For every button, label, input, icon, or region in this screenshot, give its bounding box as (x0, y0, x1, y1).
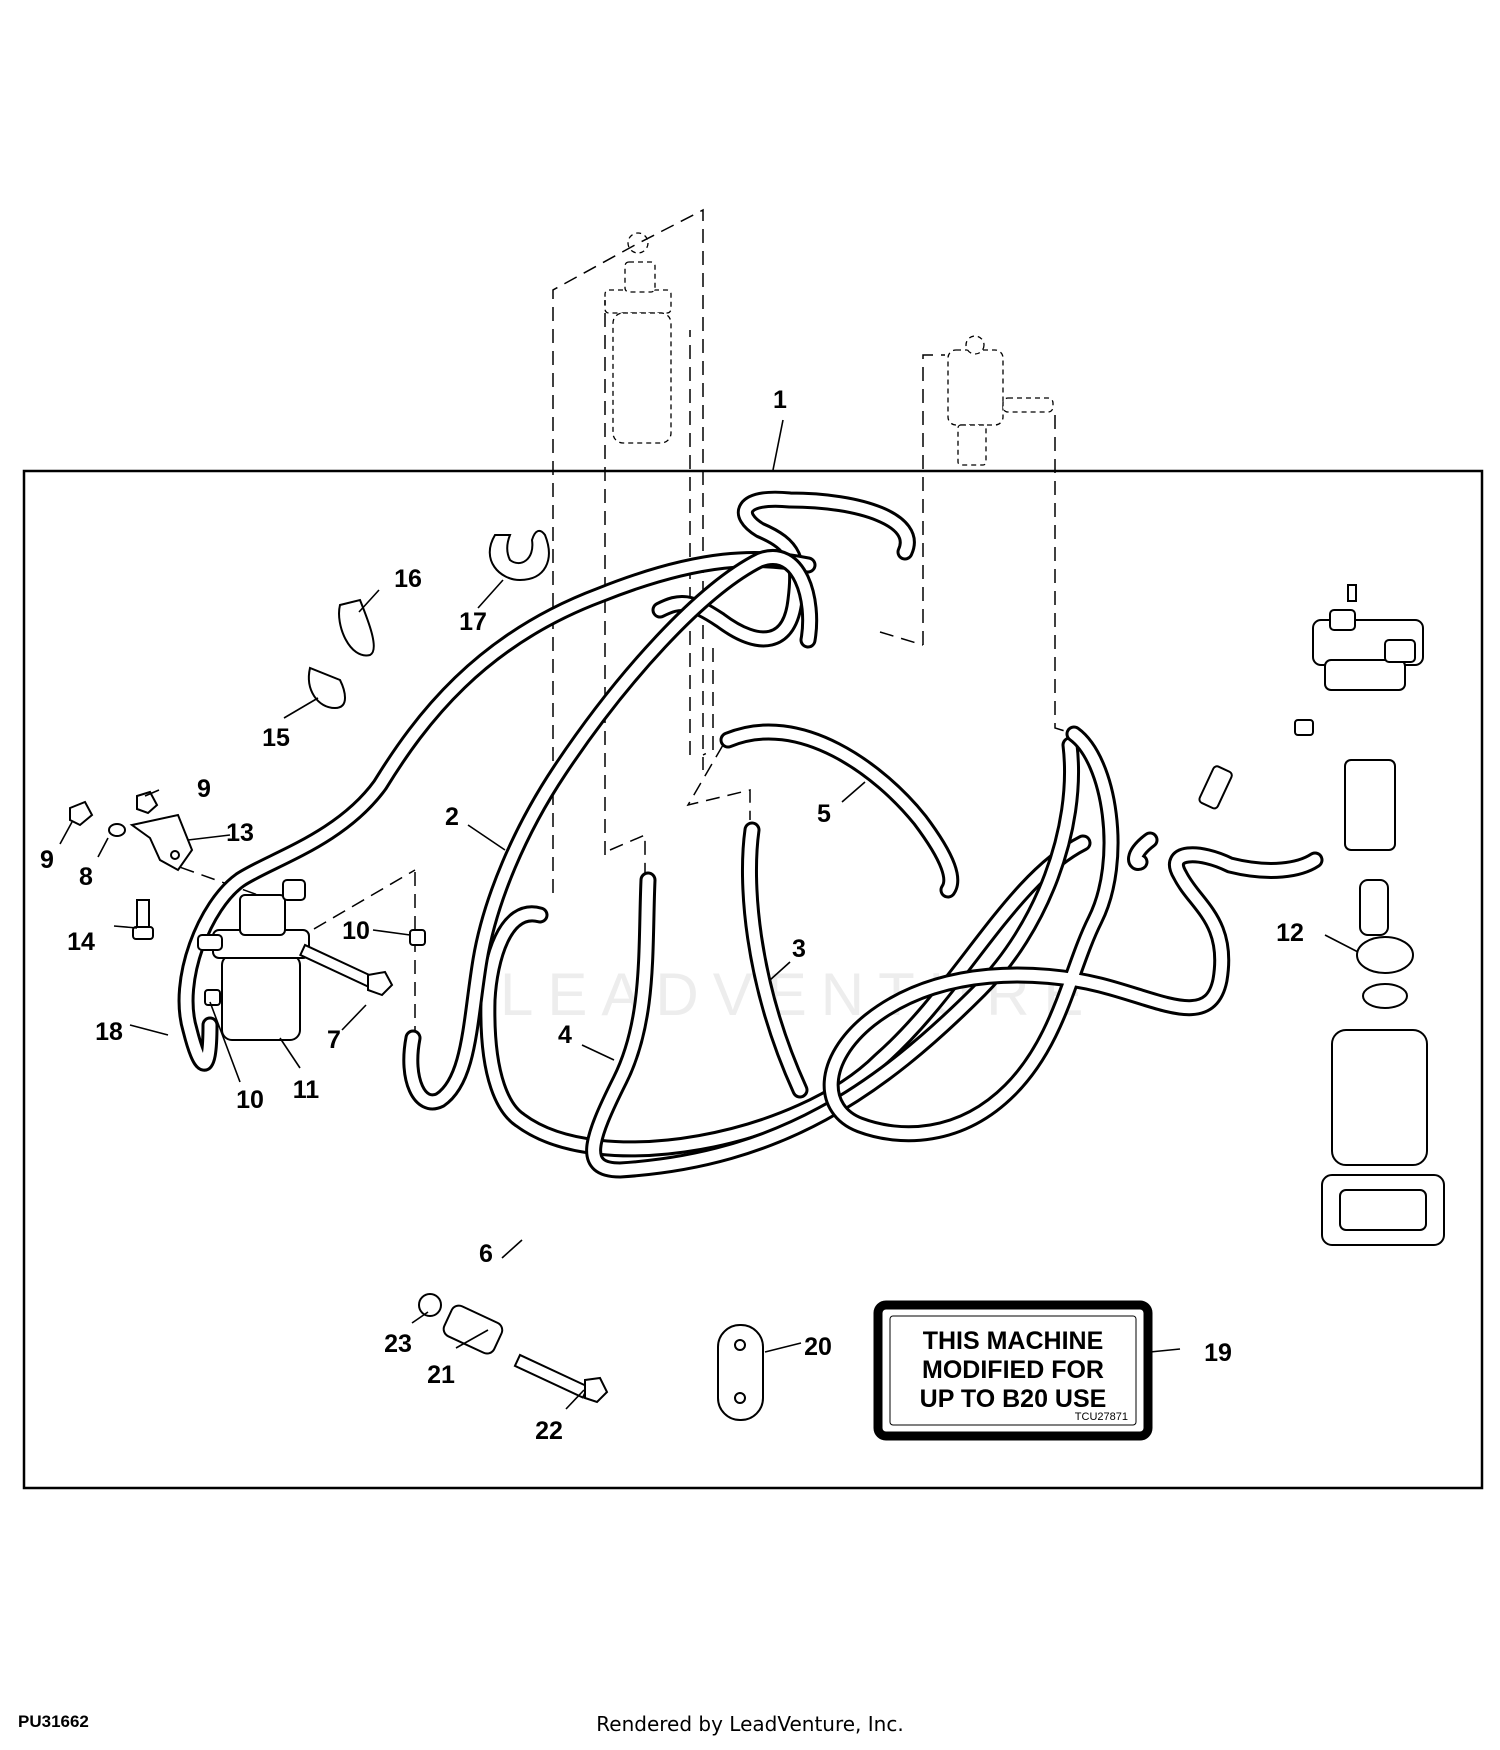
callout-16: 16 (394, 565, 422, 593)
figure-id: PU31662 (18, 1712, 89, 1731)
callout-17: 17 (459, 608, 487, 636)
callout-4: 4 (558, 1021, 572, 1049)
callout-12: 12 (1276, 919, 1304, 947)
decal: THIS MACHINE MODIFIED FOR UP TO B20 USE … (873, 1300, 1153, 1441)
hose-7 (822, 725, 1324, 1143)
clamps (307, 529, 550, 710)
callout-3: 3 (792, 935, 806, 963)
fuel-filter-left (197, 879, 310, 1041)
callout-21: 21 (427, 1361, 455, 1389)
callout-9-right: 9 (197, 775, 211, 803)
decal-code: TCU27871 (1075, 1411, 1128, 1423)
callout-15: 15 (262, 724, 290, 752)
callout-9-left: 9 (40, 846, 54, 874)
hose-9 (1127, 831, 1159, 872)
callout-8: 8 (79, 863, 93, 891)
decal-line-1: THIS MACHINE (923, 1327, 1104, 1355)
callout-2: 2 (445, 803, 459, 831)
callout-11: 11 (293, 1076, 320, 1104)
hose-6 (177, 550, 817, 1072)
leader-lines (59, 419, 1359, 1410)
bracket (129, 813, 194, 872)
callout-14: 14 (67, 928, 95, 956)
hoses (177, 490, 1324, 1179)
callout-23: 23 (384, 1330, 412, 1358)
connection-lines (159, 208, 1069, 1040)
callout-18: 18 (95, 1018, 123, 1046)
callout-10-right: 10 (342, 917, 370, 945)
ghost-fuel-pump (947, 335, 1054, 466)
hardware (69, 790, 426, 1006)
bottom-hardware (418, 1293, 764, 1421)
callout-10-left: 10 (236, 1086, 264, 1114)
callouts: 1 2 3 4 5 6 7 8 9 9 10 10 11 12 13 14 15… (40, 386, 1304, 1445)
callout-19: 19 (1204, 1339, 1232, 1367)
decal-line-3: UP TO B20 USE (920, 1385, 1107, 1413)
callout-20: 20 (804, 1333, 832, 1361)
ghost-fuel-filter (604, 232, 672, 444)
callout-22: 22 (535, 1417, 563, 1445)
callout-5: 5 (817, 800, 831, 828)
fuel-filter-kit (1198, 584, 1445, 1246)
hose-5 (719, 723, 960, 899)
render-credit: Rendered by LeadVenture, Inc. (596, 1712, 904, 1736)
hose-4 (585, 736, 1081, 1179)
callout-13: 13 (226, 819, 254, 847)
hose-8 (402, 549, 819, 1111)
hose-3 (740, 821, 809, 1099)
callout-6: 6 (479, 1240, 493, 1268)
decal-line-2: MODIFIED FOR (922, 1356, 1104, 1384)
hose-1 (651, 490, 916, 648)
callout-7: 7 (327, 1026, 341, 1054)
callout-1: 1 (773, 386, 787, 414)
kit-frame (22, 469, 1484, 1490)
hose-2 (479, 834, 1092, 1158)
